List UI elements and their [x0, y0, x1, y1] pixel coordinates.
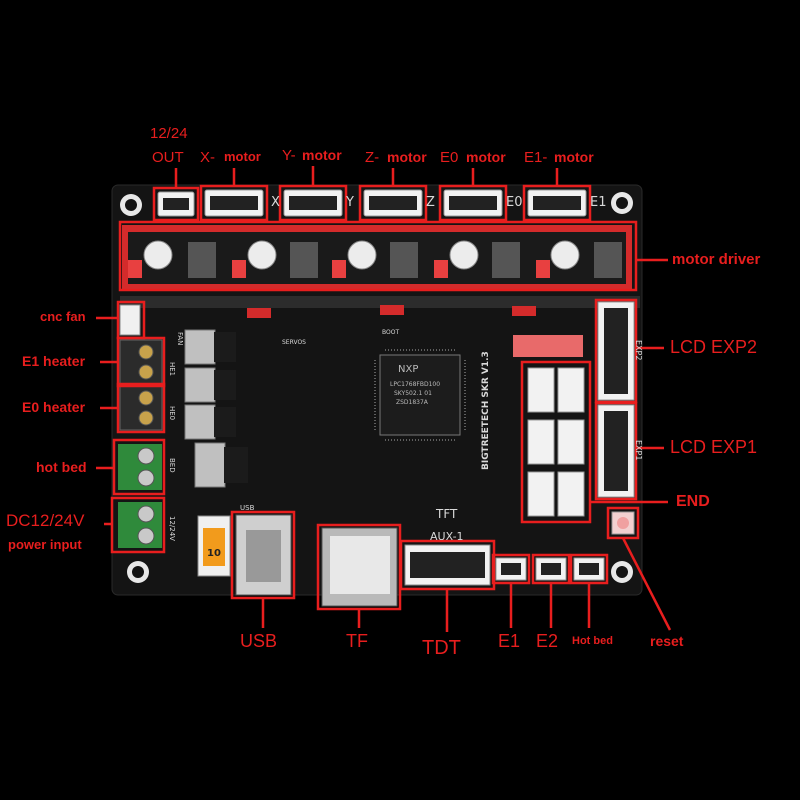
- callout-lines: [96, 166, 672, 632]
- label-hot-bed: hot bed: [36, 459, 87, 475]
- label-tdt: TDT: [422, 637, 461, 659]
- label-dc-1224v: DC12/24V: [6, 511, 85, 530]
- silk-chip-brand: NXP: [398, 364, 418, 375]
- label-out-1224: 12/24: [150, 125, 188, 142]
- silk-board-name: BIGTREETECH SKR V1.3: [481, 351, 491, 470]
- mcu-chip: [379, 354, 461, 436]
- label-lcd-exp2: LCD EXP2: [670, 337, 758, 357]
- label-power-input: power input: [8, 537, 82, 552]
- label-e0-motor: motor: [466, 149, 506, 165]
- silk-fan: FAN: [176, 332, 184, 345]
- silk-fuse-value: 10: [207, 548, 221, 559]
- silk-chip-code: SKY502.1 01: [394, 390, 432, 397]
- label-y-motor: motor: [302, 147, 342, 163]
- silk-axis-e0: E0: [506, 195, 523, 210]
- silk-he0: HE0: [168, 406, 176, 420]
- silk-axis-y: Y: [345, 195, 354, 210]
- red-jumper-block: [513, 335, 583, 357]
- label-x-motor: motor: [224, 149, 261, 164]
- silk-boot: BOOT: [382, 329, 399, 336]
- label-end: END: [676, 493, 710, 510]
- driver-capacitors: [143, 240, 580, 270]
- fan-connector: [119, 304, 141, 336]
- silk-exp1: EXP1: [634, 440, 643, 460]
- silk-aux: AUX-1: [430, 530, 464, 543]
- silk-he1: HE1: [168, 362, 176, 376]
- silkscreen: X Y Z E0 E1 NXP LPC1768FBD100 SKY502.1 0…: [168, 195, 643, 559]
- label-e0-heater: E0 heater: [22, 399, 86, 415]
- label-cnc-fan: cnc fan: [40, 309, 86, 324]
- label-z-motor-letter: Z-: [365, 149, 380, 166]
- silk-usb: USB: [240, 504, 255, 512]
- label-lcd-exp1: LCD EXP1: [670, 437, 758, 457]
- silk-exp2: EXP2: [634, 340, 643, 360]
- label-x-motor-letter: X-: [200, 149, 215, 166]
- label-e1-motor: motor: [554, 149, 594, 165]
- label-reset: reset: [650, 633, 684, 649]
- label-e1: E1: [498, 631, 521, 651]
- silk-axis-z: Z: [426, 195, 435, 210]
- silk-bed: BED: [168, 458, 176, 473]
- label-e2: E2: [536, 631, 559, 651]
- label-e1-motor-letter: E1-: [524, 149, 548, 166]
- label-e1-heater: E1 heater: [22, 353, 86, 369]
- silk-servos: SERVOS: [282, 339, 306, 346]
- silk-tft: TFT: [435, 507, 458, 521]
- silk-axis-x: X: [271, 195, 280, 210]
- label-motor-driver: motor driver: [672, 251, 761, 268]
- silk-chip-lot: ZSD1837A: [396, 399, 429, 406]
- label-y-motor-letter: Y-: [282, 147, 296, 164]
- silk-chip-text: LPC1768FBD100: [390, 381, 440, 388]
- label-z-motor: motor: [387, 149, 427, 165]
- label-out: OUT: [152, 149, 184, 166]
- label-hot-bed-small: Hot bed: [572, 635, 613, 647]
- label-usb: USB: [240, 631, 278, 651]
- label-tf: TF: [346, 631, 368, 651]
- endstop-connectors: [527, 367, 585, 517]
- silk-power: 12/24V: [168, 516, 176, 541]
- label-e0-motor-letter: E0: [440, 149, 459, 166]
- silk-axis-e1: E1: [590, 195, 607, 210]
